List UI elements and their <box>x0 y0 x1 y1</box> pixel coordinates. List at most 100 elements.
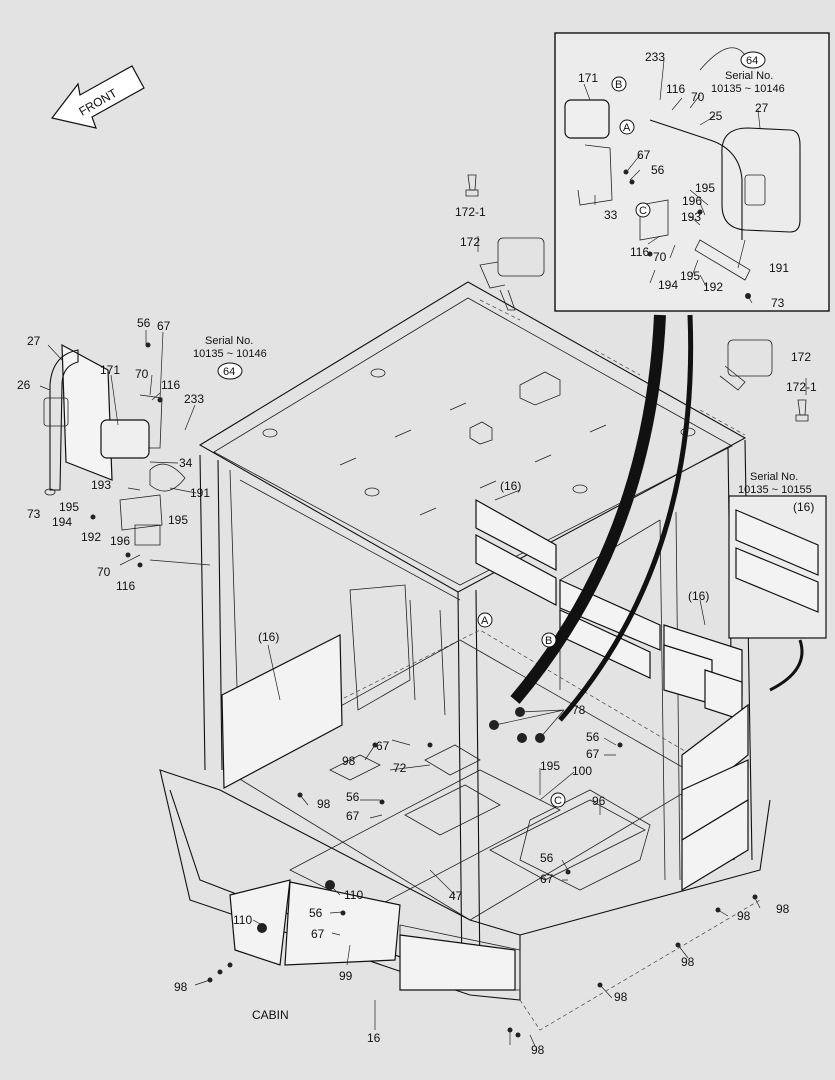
label-172-r: 172 <box>791 350 811 364</box>
label-98-e: 98 <box>681 955 695 969</box>
label-195-l2: 195 <box>168 513 188 527</box>
label-195-b: 195 <box>680 269 700 283</box>
label-56: 56 <box>651 163 665 177</box>
label-70-l: 70 <box>135 367 149 381</box>
label-serial: Serial No. <box>725 70 773 82</box>
label-56-b: 56 <box>586 730 600 744</box>
svg-text:C: C <box>639 205 647 217</box>
label-116-l2: 116 <box>116 579 135 593</box>
label-99: 99 <box>339 969 353 983</box>
label-116-b: 116 <box>630 245 649 259</box>
label-serial-range: 10135 ~ 10146 <box>711 83 785 95</box>
curved-leader-a <box>558 314 694 722</box>
label-47: 47 <box>449 889 463 903</box>
curved-leader-b <box>510 314 666 704</box>
fasteners <box>90 169 758 1038</box>
label-194: 194 <box>658 278 678 292</box>
label-16-left: (16) <box>258 630 279 644</box>
label-233: 233 <box>645 50 665 64</box>
label-172-1: 172-1 <box>455 205 486 219</box>
label-serial-range-l: 10135 ~ 10146 <box>193 348 267 360</box>
label-196: 196 <box>682 194 702 208</box>
label-196-l: 196 <box>110 534 130 548</box>
label-100: 100 <box>572 764 592 778</box>
label-56-d: 56 <box>540 851 554 865</box>
label-192: 192 <box>703 280 723 294</box>
roof-work-lamp-right <box>719 339 773 391</box>
label-171-l: 171 <box>100 363 120 377</box>
svg-text:C: C <box>554 795 562 807</box>
svg-text:A: A <box>623 122 631 134</box>
marker-c-inset: C <box>635 202 651 218</box>
label-110-a: 110 <box>344 888 363 902</box>
label-195-l: 195 <box>59 500 79 514</box>
page-ref-inset: 64 <box>740 51 766 69</box>
label-26-l: 26 <box>17 378 31 392</box>
marker-a-cabin: A <box>477 612 493 628</box>
figure-caption: CABIN <box>252 1008 289 1022</box>
label-98-h: 98 <box>531 1043 545 1057</box>
label-16-right: (16) <box>688 589 709 603</box>
left-mirror-assembly <box>43 343 186 546</box>
label-34-l: 34 <box>179 456 193 470</box>
label-56-l: 56 <box>137 316 151 330</box>
label-195: 195 <box>695 181 715 195</box>
label-27: 27 <box>755 101 769 115</box>
label-serial-l: Serial No. <box>205 335 253 347</box>
label-172-1-r: 172-1 <box>786 380 817 394</box>
label-67-l: 67 <box>157 319 171 333</box>
svg-text:B: B <box>615 79 622 91</box>
label-serial-r: Serial No. <box>750 471 798 483</box>
cabin-body <box>159 281 771 1031</box>
label-73: 73 <box>771 296 785 310</box>
label-96: 96 <box>592 794 606 808</box>
label-98-c: 98 <box>776 902 790 916</box>
label-70-l2: 70 <box>97 565 111 579</box>
label-98-a: 98 <box>342 754 356 768</box>
label-172: 172 <box>460 235 480 249</box>
part-labels: 233 Serial No. 10135 ~ 10146 171 116 70 … <box>17 50 817 1057</box>
label-116: 116 <box>666 82 685 96</box>
label-194-l: 194 <box>52 515 72 529</box>
label-72: 72 <box>393 761 407 775</box>
label-193-l: 193 <box>91 478 111 492</box>
label-16-bottom: 16 <box>367 1031 381 1045</box>
label-70: 70 <box>691 90 705 104</box>
label-98-d: 98 <box>737 909 751 923</box>
label-67-e: 67 <box>540 872 554 886</box>
label-116-l: 116 <box>161 378 180 392</box>
svg-text:64: 64 <box>223 366 235 378</box>
label-16-center: (16) <box>500 479 521 493</box>
label-33: 33 <box>604 208 618 222</box>
label-191: 191 <box>769 261 789 275</box>
label-67-f: 67 <box>311 927 325 941</box>
label-67-c: 67 <box>376 739 390 753</box>
roof-work-lamp-left <box>479 237 545 311</box>
label-98-b: 98 <box>317 797 331 811</box>
svg-text:B: B <box>545 635 552 647</box>
right-inset-panel-box <box>728 495 827 692</box>
label-70-b: 70 <box>653 250 667 264</box>
label-195-c: 195 <box>540 759 560 773</box>
label-98-f: 98 <box>614 990 628 1004</box>
label-193: 193 <box>681 210 701 224</box>
page-ref-left: 64 <box>217 362 243 380</box>
label-67: 67 <box>637 148 651 162</box>
marker-c-cabin: C <box>550 792 566 808</box>
label-serial-range-r: 10135 ~ 10155 <box>738 484 812 496</box>
svg-text:A: A <box>481 615 489 627</box>
label-67-b: 67 <box>586 747 600 761</box>
inset-detail-box <box>554 32 830 312</box>
label-16-inset: (16) <box>793 500 814 514</box>
label-192-l: 192 <box>81 530 101 544</box>
label-191-l: 191 <box>190 486 210 500</box>
label-110-b: 110 <box>233 913 252 927</box>
label-171: 171 <box>578 71 598 85</box>
label-233-l: 233 <box>184 392 204 406</box>
svg-text:64: 64 <box>746 55 758 67</box>
marker-b-inset: B <box>611 76 627 92</box>
label-25: 25 <box>709 109 723 123</box>
front-direction-arrow: FRONT <box>50 65 145 129</box>
